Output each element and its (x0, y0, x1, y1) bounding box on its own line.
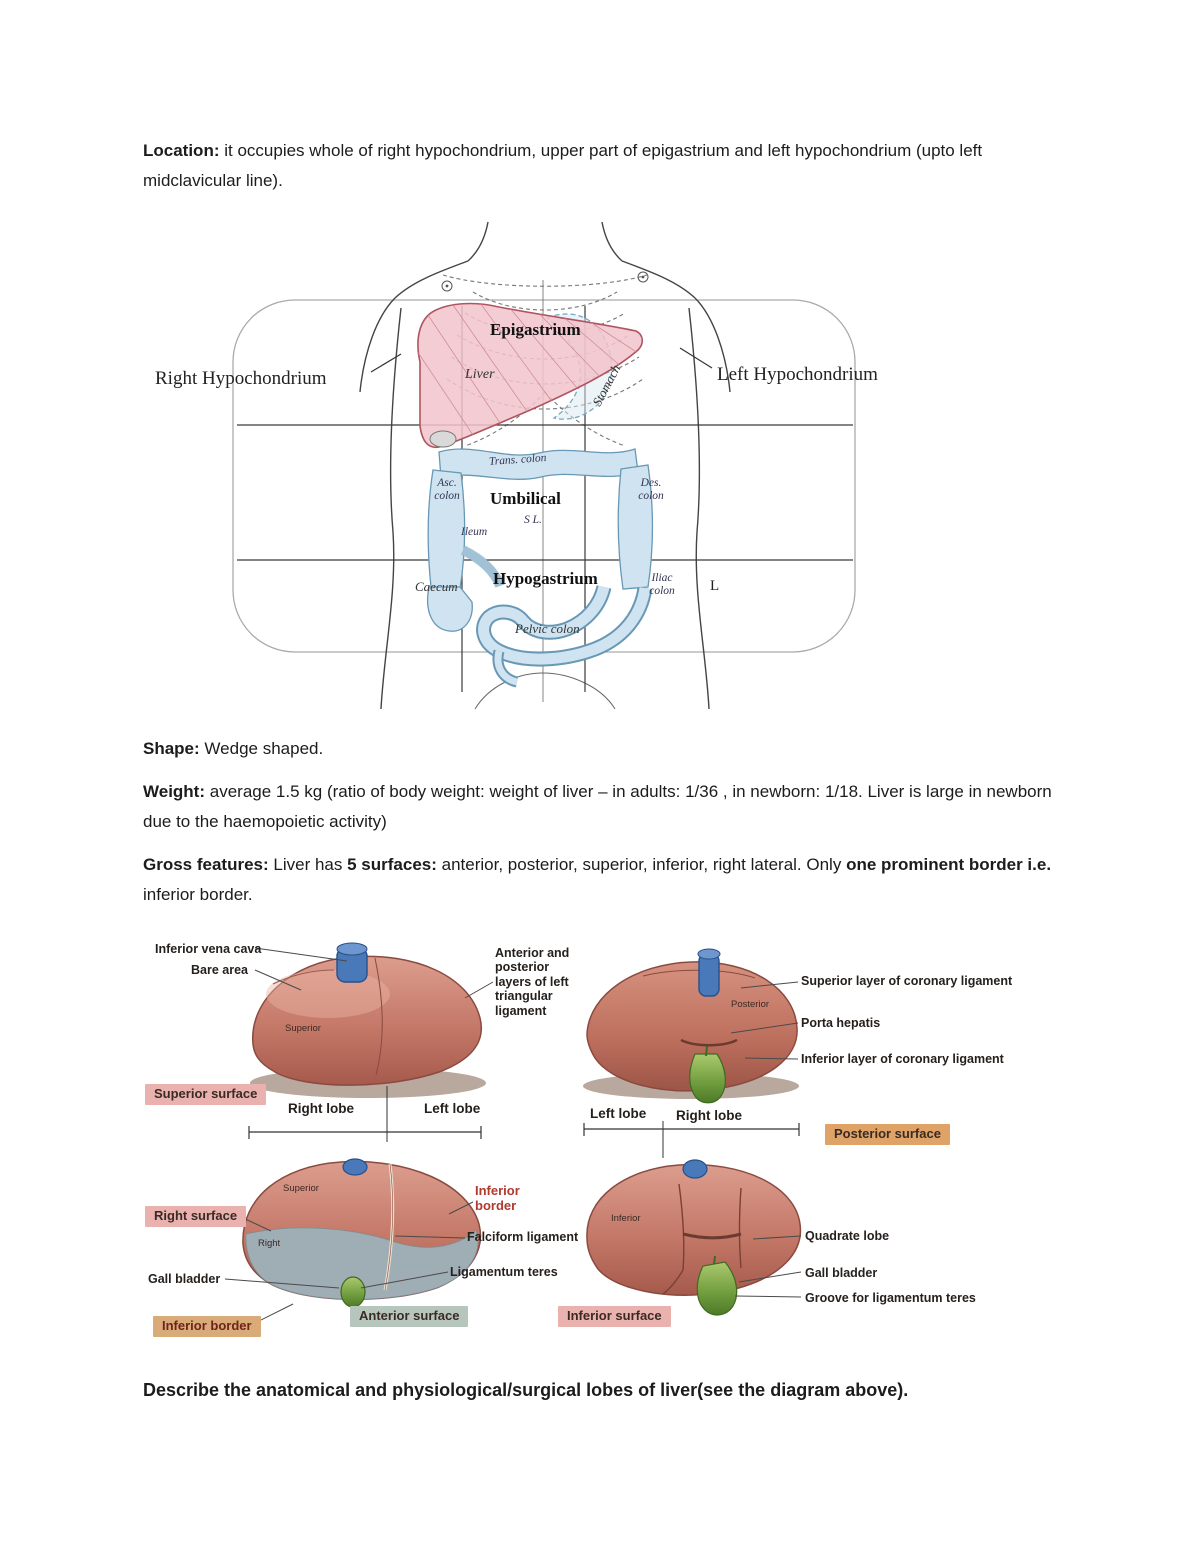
abdomen-diagram-art (232, 221, 856, 710)
label-sl-mark: S L. (524, 514, 542, 526)
label-triangular-ligament: Anterior and posterior layers of left tr… (495, 946, 570, 1018)
gross-text-1: Liver has (273, 855, 343, 874)
label-l-mark: L (710, 578, 720, 594)
gross-label: Gross features: (143, 855, 269, 874)
label-falciform-ligament: Falciform ligament (467, 1230, 579, 1244)
label-superior-on-liver: Superior (285, 1023, 321, 1034)
weight-text: average 1.5 kg (ratio of body weight: we… (143, 782, 1052, 831)
label-epigastrium: Epigastrium (490, 320, 581, 339)
liver-anterior-view (242, 1158, 482, 1308)
liver-superior-view (248, 942, 486, 1142)
gross-text-2: anterior, posterior, superior, inferior,… (441, 855, 842, 874)
label-hypogastrium: Hypogastrium (493, 569, 598, 588)
gross-bold-3: one prominent border i.e. (846, 855, 1052, 874)
badge-inferior-border: Inferior border (153, 1316, 261, 1337)
label-superior-on-anterior-liver: Superior (283, 1183, 319, 1194)
label-right-hypochondrium: Right Hypochondrium (155, 368, 327, 389)
label-groove-ligamentum-teres: Groove for ligamentum teres (805, 1291, 976, 1305)
label-superior-coronary-ligament: Superior layer of coronary ligament (801, 974, 1013, 988)
liver-inferior-view (586, 1159, 802, 1316)
liver-region-shape (417, 302, 644, 449)
label-right-lobe-superior: Right lobe (288, 1101, 354, 1116)
badge-anterior-surface: Anterior surface (350, 1306, 469, 1327)
gross-bold-2: 5 surfaces: (347, 855, 437, 874)
weight-label: Weight: (143, 782, 206, 801)
label-ileum: Ileum (461, 526, 488, 538)
label-porta-hepatis: Porta hepatis (801, 1016, 881, 1030)
location-label: Location: (143, 141, 220, 160)
label-left-lobe-posterior: Left lobe (590, 1106, 647, 1121)
document-page: Location: it occupies whole of right hyp… (143, 136, 1062, 1400)
label-asc-colon: Asc. colon (434, 477, 460, 503)
label-inferior-border-red: Inferior border (475, 1183, 520, 1213)
liver-posterior-view (583, 948, 800, 1158)
gross-text-3: inferior border. (143, 885, 253, 904)
label-ligamentum-teres: Ligamentum teres (450, 1265, 558, 1279)
question-heading: Describe the anatomical and physiologica… (143, 1380, 909, 1400)
label-inferior-on-liver: Inferior (611, 1213, 641, 1224)
label-left-hypochondrium: Left Hypochondrium (717, 364, 878, 385)
label-inferior-vena-cava: Inferior vena cava (155, 942, 262, 956)
location-text: it occupies whole of right hypochondrium… (143, 141, 983, 190)
badge-superior-surface: Superior surface (145, 1084, 267, 1105)
label-right-on-anterior-liver: Right (258, 1238, 281, 1249)
label-umbilical: Umbilical (490, 489, 561, 508)
label-quadrate-lobe: Quadrate lobe (805, 1229, 890, 1243)
liver-surfaces-figure: Inferior vena cava Bare area Superior Su… (143, 936, 1062, 1348)
label-pelvic-colon: Pelvic colon (515, 621, 580, 636)
gross-features-paragraph: Gross features: Liver has 5 surfaces: an… (143, 850, 1062, 910)
label-iliac-colon: Iliac colon (649, 572, 675, 598)
liver-leader-lines (224, 947, 802, 1325)
location-paragraph: Location: it occupies whole of right hyp… (143, 136, 1062, 196)
label-des-colon: Des. colon (638, 477, 664, 503)
shape-text: Wedge shaped. (204, 739, 324, 758)
badge-posterior-surface: Posterior surface (825, 1124, 950, 1145)
label-posterior-on-liver: Posterior (731, 999, 770, 1010)
label-inferior-coronary-ligament: Inferior layer of coronary ligament (801, 1052, 1004, 1066)
liver-diagram-art (224, 942, 802, 1325)
colon-shapes (427, 448, 654, 688)
label-caecum: Caecum (415, 579, 458, 594)
label-gall-bladder-anterior: Gall bladder (148, 1272, 221, 1286)
label-left-lobe-superior: Left lobe (424, 1101, 481, 1116)
label-bare-area: Bare area (191, 963, 248, 977)
abdomen-regions-figure: Right Hypochondrium Left Hypochondrium E… (143, 220, 1062, 712)
badge-right-surface: Right surface (145, 1206, 247, 1227)
label-right-lobe-posterior: Right lobe (676, 1108, 742, 1123)
weight-paragraph: Weight: average 1.5 kg (ratio of body we… (143, 777, 1062, 837)
shape-label: Shape: (143, 739, 200, 758)
leader-lines (370, 347, 713, 373)
label-liver: Liver (465, 367, 495, 382)
shape-paragraph: Shape: Wedge shaped. (143, 734, 1062, 764)
label-gall-bladder-inferior: Gall bladder (805, 1266, 878, 1280)
badge-inferior-surface: Inferior surface (558, 1306, 671, 1327)
